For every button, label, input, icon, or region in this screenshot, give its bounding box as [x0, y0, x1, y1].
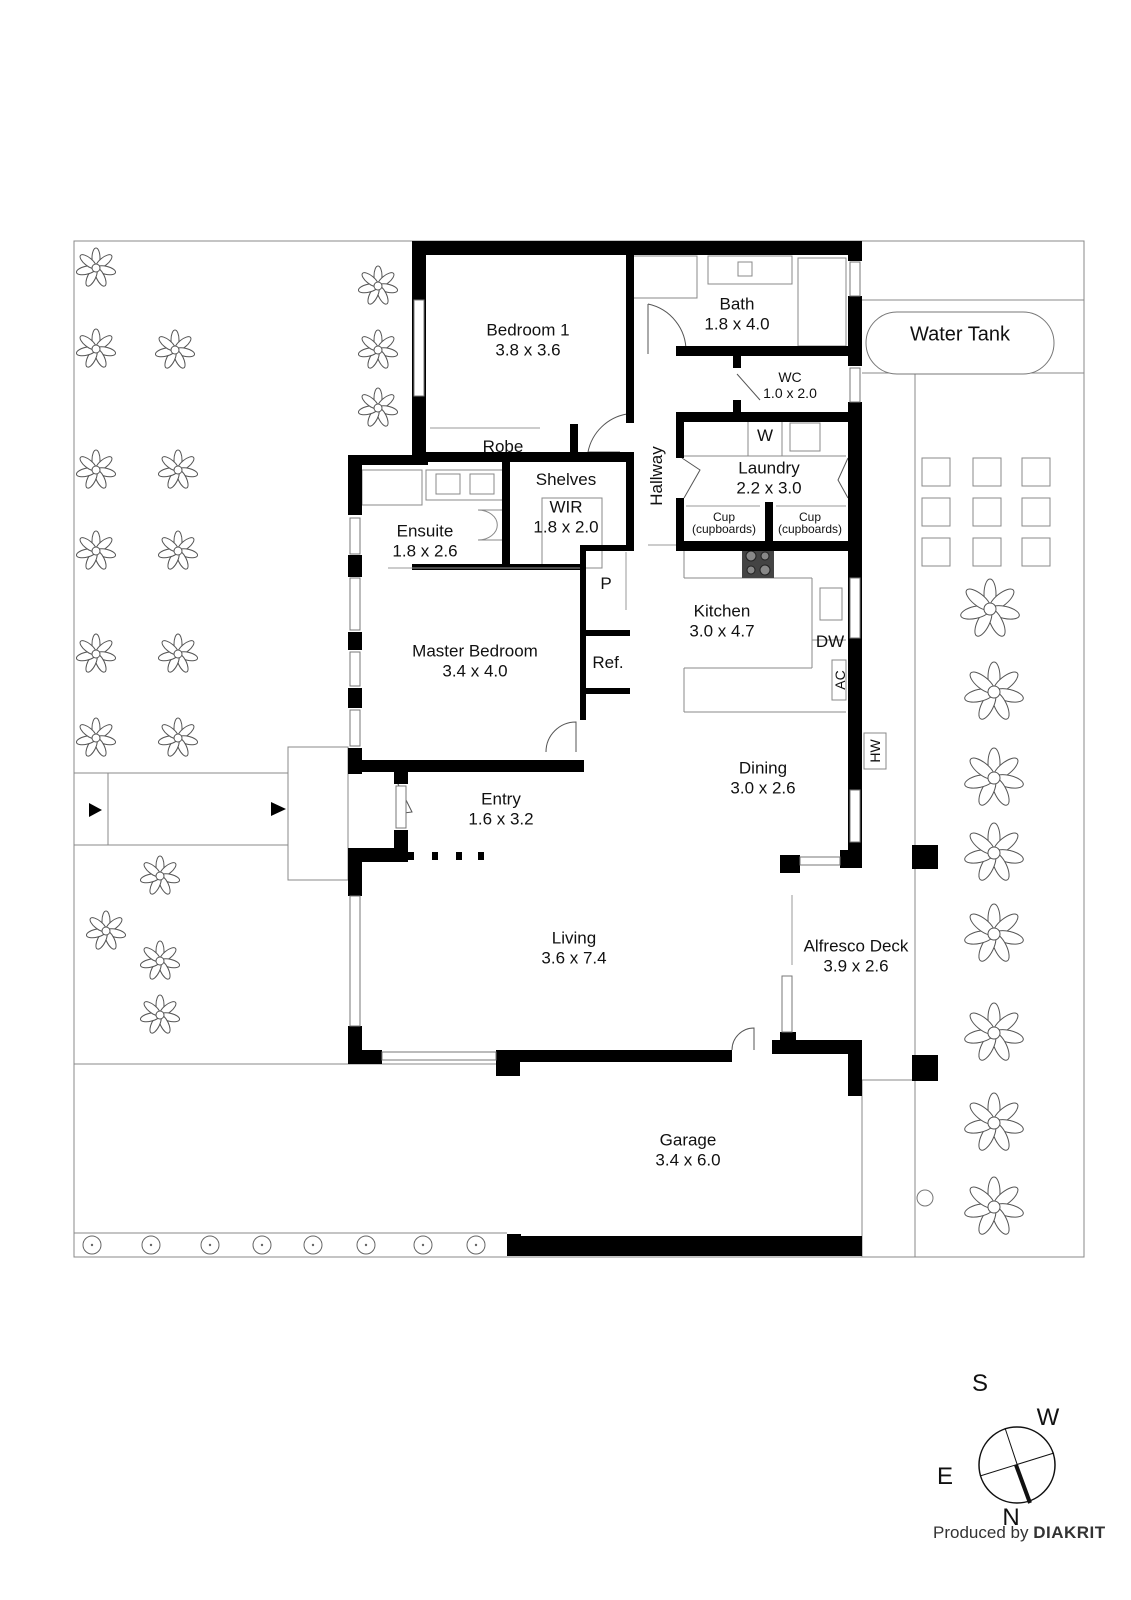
room-name: WC [778, 368, 802, 385]
room-dims: 3.4 x 6.0 [655, 1150, 721, 1169]
room-name: Alfresco Deck [803, 936, 909, 956]
room-name: Shelves [535, 470, 597, 490]
water-tank-label: Water Tank [909, 323, 1011, 346]
room-name: Living [551, 928, 597, 948]
room-name: Robe [482, 437, 524, 457]
room-dims: 3.9 x 2.6 [823, 956, 889, 975]
compass-west: W [1036, 1404, 1060, 1431]
room-hallway: Hallway [647, 446, 667, 506]
room-name: Master Bedroom [412, 641, 538, 661]
room-wir: WIR 1.8 x 2.0 [533, 497, 598, 536]
producer-credit: Produced by DIAKRIT [933, 1523, 1106, 1543]
cupboard-right: Cup (cupboards) [777, 510, 843, 536]
room-laundry: Laundry 2.2 x 3.0 [736, 458, 801, 497]
room-name: WIR [549, 497, 583, 517]
compass-south: S [971, 1370, 989, 1397]
pantry-label: P [600, 574, 612, 594]
arrow-icon [271, 802, 286, 816]
room-garage: Garage 3.4 x 6.0 [655, 1130, 720, 1169]
cupboard-left: Cup (cupboards) [691, 510, 757, 536]
room-dining: Dining 3.0 x 2.6 [730, 758, 795, 797]
water-tank-shape [865, 311, 1055, 375]
washer-label: W [756, 426, 774, 446]
room-ensuite: Ensuite 1.8 x 2.6 [392, 521, 457, 560]
room-name: Laundry [738, 458, 800, 478]
arrow-icon [89, 803, 102, 817]
sliding-doors [388, 427, 846, 965]
room-dims: 1.8 x 2.6 [392, 541, 458, 560]
dishwasher-label: DW [815, 632, 845, 652]
brand-logo: DIAKRIT [1033, 1523, 1106, 1542]
compass-icon [978, 1426, 1056, 1504]
paving-squares [921, 457, 1051, 567]
hot-water-label: HW [866, 739, 883, 763]
room-living: Living 3.6 x 7.4 [541, 928, 606, 967]
room-dims: 1.6 x 3.2 [468, 809, 534, 828]
room-dims: 3.4 x 4.0 [442, 661, 508, 680]
room-dims: 2.2 x 3.0 [736, 478, 802, 497]
room-name: Entry [481, 789, 521, 809]
room-name: Dining [738, 758, 788, 778]
ac-label: AC [831, 670, 848, 690]
fridge-label: Ref. [592, 653, 624, 673]
room-dims: 3.0 x 2.6 [730, 778, 796, 797]
room-master-bedroom: Master Bedroom 3.4 x 4.0 [412, 641, 538, 680]
room-dims: 1.8 x 2.0 [533, 517, 599, 536]
room-dims: 1.8 x 4.0 [704, 314, 770, 333]
room-dims: 3.6 x 7.4 [541, 948, 607, 967]
room-bedroom-1: Bedroom 1 3.8 x 3.6 [486, 320, 569, 359]
pole-icon [916, 1189, 934, 1207]
room-name: Kitchen [693, 601, 751, 621]
compass-north: N [1002, 1504, 1020, 1531]
room-entry: Entry 1.6 x 3.2 [468, 789, 533, 828]
room-robe: Robe [483, 437, 524, 457]
room-wc: WC 1.0 x 2.0 [763, 369, 817, 401]
windows [349, 261, 861, 1061]
room-bath: Bath 1.8 x 4.0 [704, 294, 769, 333]
room-name: Bath [719, 294, 755, 314]
room-kitchen: Kitchen 3.0 x 4.7 [689, 601, 754, 640]
compass-east: E [936, 1463, 954, 1490]
room-dims: 3.8 x 3.6 [495, 340, 561, 359]
room-name: Ensuite [396, 521, 454, 541]
room-name: Hallway [647, 446, 667, 506]
room-dims: 3.0 x 4.7 [689, 621, 755, 640]
room-dims: 1.0 x 2.0 [763, 385, 817, 401]
credit-prefix: Produced by [933, 1523, 1029, 1542]
site-boundary [73, 240, 1085, 1258]
room-name: Garage [659, 1130, 717, 1150]
room-shelves: Shelves [536, 470, 596, 490]
room-alfresco-deck: Alfresco Deck 3.9 x 2.6 [804, 936, 909, 975]
room-name: Bedroom 1 [486, 320, 570, 340]
